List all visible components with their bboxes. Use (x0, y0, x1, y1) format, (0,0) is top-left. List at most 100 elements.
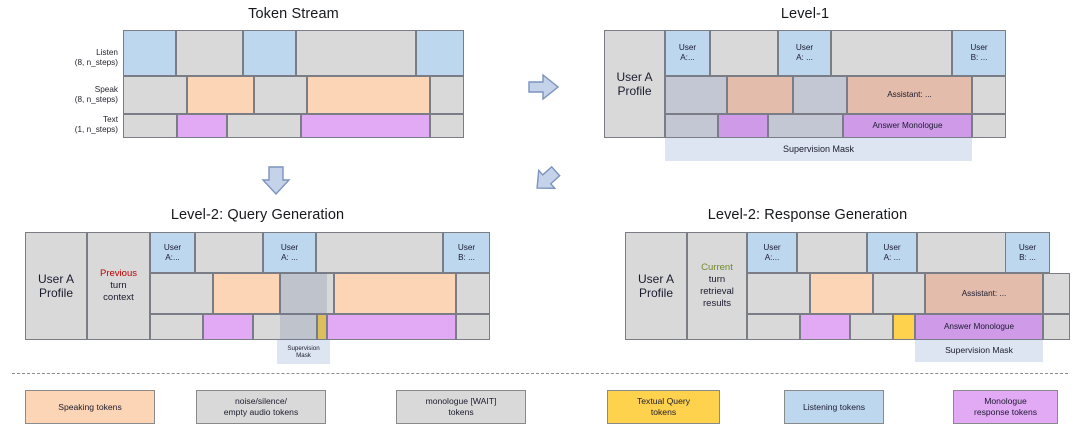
level2-query-context-rest: turn context (103, 280, 134, 303)
row-label-speak-line1: Speak (94, 85, 118, 94)
token-listen-seg-3 (296, 30, 416, 76)
level1-profile-label: User A Profile (616, 69, 653, 98)
token-speak-seg-0 (123, 76, 187, 114)
legend-item-query: Textual Query tokens (607, 390, 720, 424)
row-label-speak-line2: (8, n_steps) (74, 95, 118, 105)
level1-speak-seg-0 (665, 76, 727, 114)
level1-text-seg-0 (665, 114, 718, 138)
level2-query-listen-seg-3 (316, 232, 443, 273)
row-label-listen-line1: Listen (96, 48, 118, 57)
level2-response-speak-seg-2 (873, 273, 925, 314)
token-listen-seg-1 (176, 30, 243, 76)
level1-supervision-mask-label: Supervision Mask (782, 144, 855, 155)
level1-text-seg-1 (718, 114, 768, 138)
level1-text-seg-3: Answer Monologue (843, 114, 972, 138)
legend-item-speaking: Speaking tokens (25, 390, 155, 424)
legend-item-listening-label: Listening tokens (802, 401, 866, 412)
level2-response-title: Level-2: Response Generation (707, 207, 908, 223)
token-text-seg-4 (430, 114, 464, 138)
token-text-seg-0 (123, 114, 177, 138)
level2-response-listen-seg-0-label: User A:... (763, 242, 781, 262)
level2-response-text-seg-2 (850, 314, 893, 340)
legend-item-wait-label: monologue [WAIT] tokens (425, 396, 497, 417)
level2-query-context-highlight: Previous (100, 268, 137, 280)
row-label-listen: Listen (8, n_steps) (40, 48, 118, 69)
token-speak-seg-1 (187, 76, 254, 114)
level2-response-speak-seg-1 (810, 273, 873, 314)
level2-query-listen-seg-0-label: User A:... (163, 242, 182, 262)
level2-response-listen-seg-4-label: User B: ... (1018, 242, 1037, 262)
level1-title: Level-1 (780, 6, 830, 22)
level2-query-speak-seg-1 (213, 273, 280, 314)
token-listen-seg-0 (123, 30, 176, 76)
level2-response-text-seg-1 (800, 314, 850, 340)
level2-response-context-rest: turn retrieval results (700, 274, 734, 309)
level2-response-speak-seg-3: Assistant: ... (925, 273, 1043, 314)
row-label-speak: Speak (8, n_steps) (40, 85, 118, 106)
level1-listen-seg-0: User A:... (665, 30, 710, 76)
level2-response-text-seg-3-label: Answer Monologue (943, 322, 1015, 332)
level2-response-listen-seg-4: User B: ... (1005, 232, 1050, 273)
token-listen-seg-4 (416, 30, 464, 76)
down-arrow-icon (260, 165, 292, 202)
level2-response-text-seg-3: Answer Monologue (915, 314, 1043, 340)
level2-response-context-box: Current turn retrieval results (687, 232, 747, 340)
level2-query-listen-seg-2-label: User A: ... (280, 242, 299, 262)
token-speak-seg-4 (430, 76, 464, 114)
level2-response-listen-seg-0: User A:... (747, 232, 797, 273)
level2-response-speak-seg-4 (1043, 273, 1070, 314)
level2-response-listen-seg-2-label: User A: ... (883, 242, 901, 262)
legend-divider (12, 373, 1068, 374)
legend-item-query-label: Textual Query tokens (636, 396, 691, 417)
level2-query-speak-seg-4 (456, 273, 490, 314)
token-speak-seg-2 (254, 76, 307, 114)
row-label-listen-line2: (8, n_steps) (74, 58, 118, 68)
level2-query-listen-seg-4: User B: ... (443, 232, 490, 273)
row-label-text-line1: Text (102, 115, 118, 124)
level1-speak-seg-3-label: Assistant: ... (887, 90, 932, 100)
token-stream-title: Token Stream (248, 6, 339, 22)
level1-listen-seg-4-label: User B: ... (970, 43, 988, 62)
level2-query-listen-seg-1 (195, 232, 263, 273)
level2-response-text-seg-0 (747, 314, 800, 340)
token-speak-seg-3 (307, 76, 430, 114)
token-text-seg-1 (177, 114, 227, 138)
level2-query-text-seg-0 (150, 314, 203, 340)
level1-text-seg-3-label: Answer Monologue (872, 121, 943, 131)
level2-query-text-seg-2 (253, 314, 317, 340)
row-label-text: Text (1, n_steps) (40, 115, 118, 136)
right-arrow-icon (527, 72, 561, 107)
level2-response-speak-seg-0 (747, 273, 810, 314)
level2-query-context-box: Previous turn context (87, 232, 150, 340)
level1-speak-seg-2 (793, 76, 847, 114)
token-text-seg-3 (301, 114, 430, 138)
level1-listen-seg-3 (831, 30, 952, 76)
level1-supervision-mask: Supervision Mask (665, 138, 972, 161)
level2-response-profile-box: User A Profile (625, 232, 687, 340)
row-label-text-line2: (1, n_steps) (74, 125, 118, 135)
level2-response-supervision-mask-label: Supervision Mask (945, 345, 1013, 356)
level1-listen-seg-4: User B: ... (952, 30, 1006, 76)
level2-query-supervision-mask-label: Supervision Mask (287, 344, 320, 359)
token-listen-seg-2 (243, 30, 296, 76)
level2-query-listen-seg-0: User A:... (150, 232, 195, 273)
legend-item-monologue: Monologue response tokens (953, 390, 1058, 424)
legend-item-noise-label: noise/silence/ empty audio tokens (223, 396, 299, 417)
level2-response-context-highlight: Current (701, 262, 733, 274)
level2-response-speak-seg-3-label: Assistant: ... (961, 288, 1007, 298)
level2-query-profile-box: User A Profile (25, 232, 87, 340)
level2-query-text-seg-query (317, 314, 327, 340)
level1-profile-box: User A Profile (604, 30, 665, 138)
level2-query-speak-seg-0 (150, 273, 213, 314)
level2-query-text-seg-4 (456, 314, 490, 340)
level1-speak-seg-3: Assistant: ... (847, 76, 972, 114)
legend-item-listening: Listening tokens (784, 390, 884, 424)
level1-text-seg-4 (972, 114, 1006, 138)
level1-speak-seg-1 (727, 76, 793, 114)
level2-query-title: Level-2: Query Generation (170, 207, 345, 223)
level2-query-text-seg-3 (327, 314, 456, 340)
token-text-seg-2 (227, 114, 301, 138)
level1-text-seg-2 (768, 114, 843, 138)
legend-item-noise: noise/silence/ empty audio tokens (196, 390, 326, 424)
level1-speak-seg-4 (972, 76, 1006, 114)
